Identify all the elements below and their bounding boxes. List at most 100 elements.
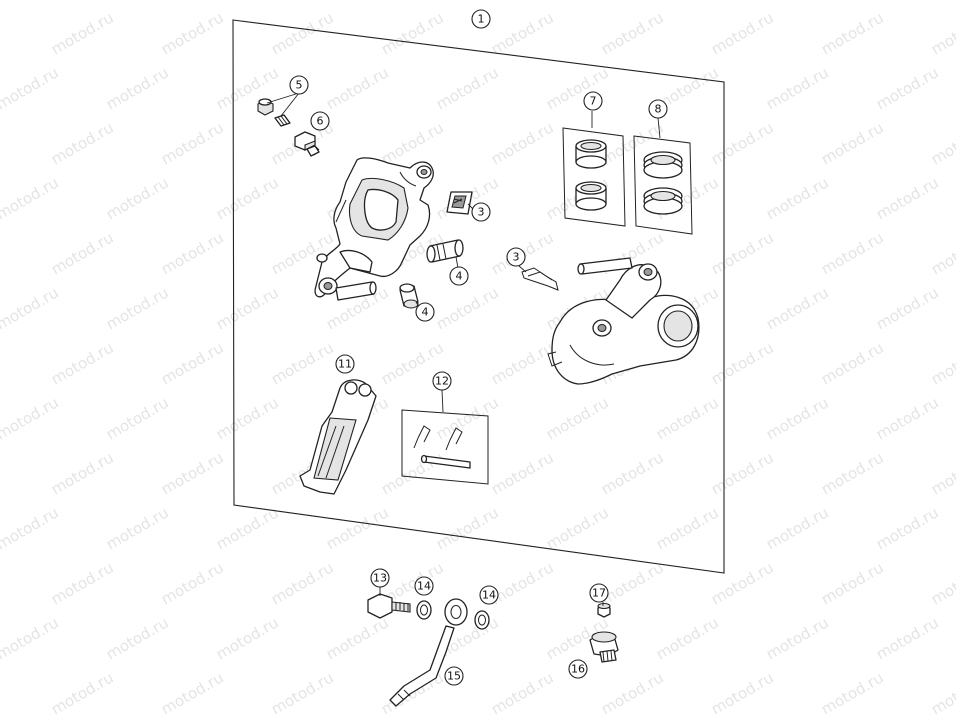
caliper-housing <box>547 257 700 385</box>
watermark-text: motod.ru <box>543 503 612 553</box>
watermark-text: motod.ru <box>873 173 942 223</box>
watermark-text: motod.ru <box>213 283 282 333</box>
callout-7: 7 <box>583 91 603 111</box>
watermark-text: motod.ru <box>103 613 172 663</box>
watermark-text: motod.ru <box>873 0 942 3</box>
sealing-washer-left-hole <box>420 604 428 616</box>
watermark-text: motod.ru <box>433 283 502 333</box>
watermark-text: motod.ru <box>0 613 62 663</box>
callout-3-upper-circle <box>471 202 491 222</box>
sealing-washer-left <box>416 600 432 620</box>
watermark-text: motod.ru <box>158 8 227 58</box>
watermark-text: motod.ru <box>928 228 956 278</box>
watermark-text: motod.ru <box>928 8 956 58</box>
watermark-text: motod.ru <box>708 8 777 58</box>
watermark-text: motod.ru <box>928 448 956 498</box>
watermark-text: motod.ru <box>103 393 172 443</box>
callout-6-label: 6 <box>317 115 324 128</box>
brake-line-part <box>389 598 468 707</box>
watermark-text: motod.ru <box>708 668 777 717</box>
callout-16-label: 16 <box>571 663 585 676</box>
watermark-text: motod.ru <box>433 63 502 113</box>
watermark-text: motod.ru <box>0 283 62 333</box>
callout-17: 17 <box>589 583 609 603</box>
callout-14-right: 14 <box>479 585 499 605</box>
watermark-text: motod.ru <box>763 393 832 443</box>
callout-14-left: 14 <box>414 576 434 596</box>
watermark-text: motod.ru <box>0 63 62 113</box>
callout-6-circle <box>310 111 330 131</box>
watermark-text: motod.ru <box>653 0 722 3</box>
callout-3-lower-circle <box>506 247 526 267</box>
watermark-text: motod.ru <box>103 173 172 223</box>
leader-lines <box>266 92 661 606</box>
watermark-text: motod.ru <box>213 613 282 663</box>
watermark-text: motod.ru <box>653 503 722 553</box>
watermark-text: motod.ru <box>0 173 62 223</box>
callout-14-left-circle <box>414 576 434 596</box>
watermark-text: motod.ru <box>48 338 117 388</box>
callout-11-label: 11 <box>338 358 352 371</box>
watermark-text: motod.ru <box>598 448 667 498</box>
watermark-text: motod.ru <box>0 0 62 3</box>
callout-13: 13 <box>370 568 390 588</box>
watermark-text: motod.ru <box>48 8 117 58</box>
watermark-text: motod.ru <box>268 338 337 388</box>
watermark-text: motod.ru <box>158 118 227 168</box>
pad-pin-kit <box>401 409 489 485</box>
retainer-spring-part <box>521 267 559 291</box>
watermark-text: motod.ru <box>268 668 337 717</box>
watermark-text: motod.ru <box>488 558 557 608</box>
callout-1-label: 1 <box>478 13 485 26</box>
callout-17-circle <box>589 583 609 603</box>
watermark-text: motod.ru <box>213 0 282 3</box>
watermark-text: motod.ru <box>488 8 557 58</box>
sealing-washer-right <box>474 610 490 630</box>
callout-8-circle <box>648 99 668 119</box>
watermark-text: motod.ru <box>213 173 282 223</box>
watermark-text: motod.ru <box>103 503 172 553</box>
pad-spring-part <box>446 191 473 215</box>
watermark-text: motod.ru <box>48 118 117 168</box>
watermark-text: motod.ru <box>763 613 832 663</box>
watermark-text: motod.ru <box>763 63 832 113</box>
callout-3-upper: 3 <box>471 202 491 222</box>
callout-4-upper-label: 4 <box>456 270 463 283</box>
watermark-text: motod.ru <box>433 0 502 3</box>
watermark-text: motod.ru <box>158 448 227 498</box>
callout-16-circle <box>568 659 588 679</box>
dust-boot-part <box>399 283 419 309</box>
callout-4-lower: 4 <box>415 302 435 322</box>
watermark-text: motod.ru <box>433 393 502 443</box>
watermark-text: motod.ru <box>598 558 667 608</box>
callout-4-upper: 4 <box>449 266 469 286</box>
callout-5-label: 5 <box>296 79 303 92</box>
callout-13-label: 13 <box>373 572 387 585</box>
assembly-kit-panel <box>232 19 725 574</box>
watermark-text: motod.ru <box>158 228 227 278</box>
watermark-text: motod.ru <box>158 338 227 388</box>
watermark-text: motod.ru <box>433 503 502 553</box>
watermark-text: motod.ru <box>378 118 447 168</box>
plug-part <box>294 131 320 157</box>
callout-4-upper-circle <box>449 266 469 286</box>
watermark-text: motod.ru <box>708 338 777 388</box>
watermark-text: motod.ru <box>873 393 942 443</box>
callout-5: 5 <box>289 75 309 95</box>
watermark-text: motod.ru <box>0 503 62 553</box>
brake-pad-part <box>299 379 377 495</box>
banjo-bolt-part <box>367 593 411 619</box>
watermark-text: motod.ru <box>818 668 887 717</box>
watermark-text: motod.ru <box>543 63 612 113</box>
callout-6: 6 <box>310 111 330 131</box>
watermark-text: motod.ru <box>323 63 392 113</box>
callout-7-circle <box>583 91 603 111</box>
callout-4-lower-label: 4 <box>422 306 429 319</box>
watermark-text: motod.ru <box>268 8 337 58</box>
watermark-text: motod.ru <box>818 8 887 58</box>
watermark-text: motod.ru <box>873 613 942 663</box>
watermark-text: motod.ru <box>818 558 887 608</box>
bleeder-valve-part <box>257 98 291 127</box>
watermark-text: motod.ru <box>653 393 722 443</box>
